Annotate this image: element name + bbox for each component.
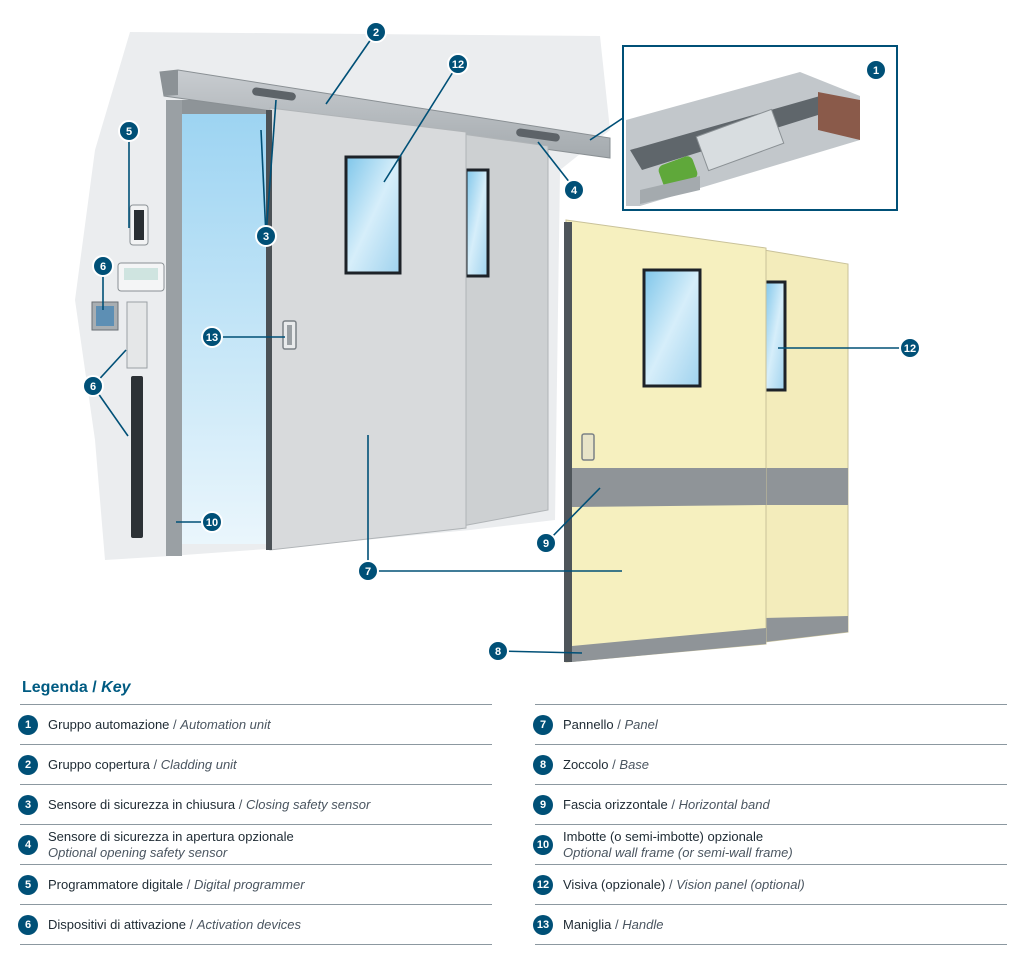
legend-item-5: 5 Programmatore digitale / Digital progr… bbox=[18, 864, 492, 904]
callout-8: 8 bbox=[487, 640, 509, 662]
legend-badge: 5 bbox=[18, 874, 38, 895]
callout-6a: 6 bbox=[92, 255, 114, 277]
legend-badge: 12 bbox=[533, 874, 553, 895]
callout-label: 8 bbox=[495, 646, 501, 658]
legend-item-9: 9 Fascia orizzontale / Horizontal band bbox=[533, 784, 1007, 824]
door-opening bbox=[182, 114, 270, 544]
legend-text-it: Imbotte (o semi-imbotte) opzionale bbox=[563, 828, 764, 844]
legend-text-en: Optional opening safety sensor bbox=[48, 844, 228, 860]
base-plinth bbox=[572, 628, 766, 662]
touchless-sensor bbox=[126, 301, 148, 369]
legend-text-en: Closing safety sensor bbox=[246, 796, 371, 812]
legend-text-it: Dispositivi di attivazione bbox=[48, 916, 187, 932]
legend-item-8: 8 Zoccolo / Base bbox=[533, 744, 1007, 784]
callout-label: 6 bbox=[90, 381, 96, 393]
legend-text-it: Programmatore digitale bbox=[48, 876, 184, 892]
sensor-slot-right bbox=[516, 128, 560, 142]
legend-item-4: 4 Sensore di sicurezza in apertura opzio… bbox=[18, 824, 492, 864]
legend-badge: 4 bbox=[18, 834, 38, 855]
legend-text-en: Optional wall frame (or semi-wall frame) bbox=[563, 844, 793, 860]
legend-badge: 10 bbox=[533, 834, 553, 855]
callout-label: 12 bbox=[452, 59, 464, 71]
callout-2: 2 bbox=[365, 21, 387, 43]
callout-label: 12 bbox=[904, 343, 916, 355]
legend-text-it: Sensore di sicurezza in chiusura bbox=[48, 796, 236, 812]
callout-label: 5 bbox=[126, 126, 132, 138]
callout-1: 1 bbox=[865, 59, 887, 81]
callout-5: 5 bbox=[118, 120, 140, 142]
callout-6b: 6 bbox=[82, 375, 104, 397]
horizontal-band bbox=[572, 468, 766, 507]
callout-3: 3 bbox=[255, 225, 277, 247]
callout-12a: 12 bbox=[447, 53, 469, 75]
callout-10: 10 bbox=[201, 511, 223, 533]
legend-text-en: Handle bbox=[622, 916, 664, 932]
legend-item-6: 6 Dispositivi di attivazione / Activatio… bbox=[18, 904, 492, 945]
legend-item-1: 1 Gruppo automazione / Automation unit bbox=[18, 704, 492, 744]
legend-text-en: Vision panel (optional) bbox=[676, 876, 805, 892]
legend-column-right: 7 Pannello / Panel 8 Zoccolo / Base 9 Fa… bbox=[533, 704, 1007, 945]
legend-item-3: 3 Sensore di sicurezza in chiusura / Clo… bbox=[18, 784, 492, 824]
callout-label: 13 bbox=[206, 332, 218, 344]
legend-badge: 13 bbox=[533, 914, 553, 935]
handle-cream bbox=[581, 433, 595, 461]
legend-text-it: Gruppo automazione bbox=[48, 716, 170, 732]
vision-panel-back bbox=[464, 168, 490, 278]
legend-item-7: 7 Pannello / Panel bbox=[533, 704, 1007, 744]
legend-text-it: Gruppo copertura bbox=[48, 756, 150, 772]
callout-13: 13 bbox=[201, 326, 223, 348]
legend-text-en: Base bbox=[619, 756, 650, 772]
callout-label: 9 bbox=[543, 538, 549, 550]
callout-label: 6 bbox=[100, 261, 106, 273]
legend-text-en: Activation devices bbox=[196, 916, 301, 932]
legend-badge: 7 bbox=[533, 714, 553, 735]
vision-panel-cream-back bbox=[763, 280, 787, 392]
callout-label: 7 bbox=[365, 566, 371, 578]
kick-plate-sensor bbox=[131, 376, 143, 538]
legend-text-en: Cladding unit bbox=[160, 756, 237, 772]
callout-label: 4 bbox=[571, 185, 578, 197]
vision-panel-grey bbox=[344, 155, 402, 275]
wall-frame bbox=[166, 100, 182, 556]
legend-item-12: 12 Visiva (opzionale) / Vision panel (op… bbox=[533, 864, 1007, 904]
legend-text-en: Automation unit bbox=[180, 716, 271, 732]
legend-badge: 3 bbox=[18, 794, 38, 815]
legend-badge: 2 bbox=[18, 754, 38, 775]
legend-text-en: Panel bbox=[624, 716, 658, 732]
callout-label: 10 bbox=[206, 517, 218, 529]
legend-badge: 9 bbox=[533, 794, 553, 815]
callout-9: 9 bbox=[535, 532, 557, 554]
legend-column-left: 1 Gruppo automazione / Automation unit 2… bbox=[18, 704, 492, 945]
callout-12b: 12 bbox=[899, 337, 921, 359]
legend-title-en: Key bbox=[101, 679, 131, 696]
legend-text-it: Visiva (opzionale) bbox=[563, 876, 666, 892]
legend-text-it: Zoccolo bbox=[563, 756, 609, 772]
legend-badge: 6 bbox=[18, 914, 38, 935]
legend-title: Legenda / Key bbox=[22, 679, 131, 697]
door-diagram: 1 2 3 4 5 6 6 7 8 9 10 12 12 13 bbox=[75, 21, 921, 663]
legend-text-en: Horizontal band bbox=[678, 796, 770, 812]
legend-title-it: Legenda bbox=[22, 679, 88, 696]
legend-text-it: Pannello bbox=[563, 716, 614, 732]
legend-title-sep: / bbox=[92, 679, 97, 696]
legend-text-it: Fascia orizzontale bbox=[563, 796, 668, 812]
callout-4: 4 bbox=[563, 179, 585, 201]
legend-badge: 8 bbox=[533, 754, 553, 775]
legend-item-2: 2 Gruppo copertura / Cladding unit bbox=[18, 744, 492, 784]
legend-item-13: 13 Maniglia / Handle bbox=[533, 904, 1007, 945]
legend-text-it: Maniglia bbox=[563, 916, 612, 932]
legend-text-en: Digital programmer bbox=[194, 876, 305, 892]
callout-label: 2 bbox=[373, 27, 379, 39]
vision-panel-cream bbox=[642, 268, 702, 388]
legend-text-it: Sensore di sicurezza in apertura opziona… bbox=[48, 828, 294, 844]
sensor-slot-left bbox=[252, 87, 296, 101]
legend-badge: 1 bbox=[18, 714, 38, 735]
callout-7: 7 bbox=[357, 560, 379, 582]
callout-label: 3 bbox=[263, 231, 269, 243]
callout-label: 1 bbox=[873, 65, 879, 77]
